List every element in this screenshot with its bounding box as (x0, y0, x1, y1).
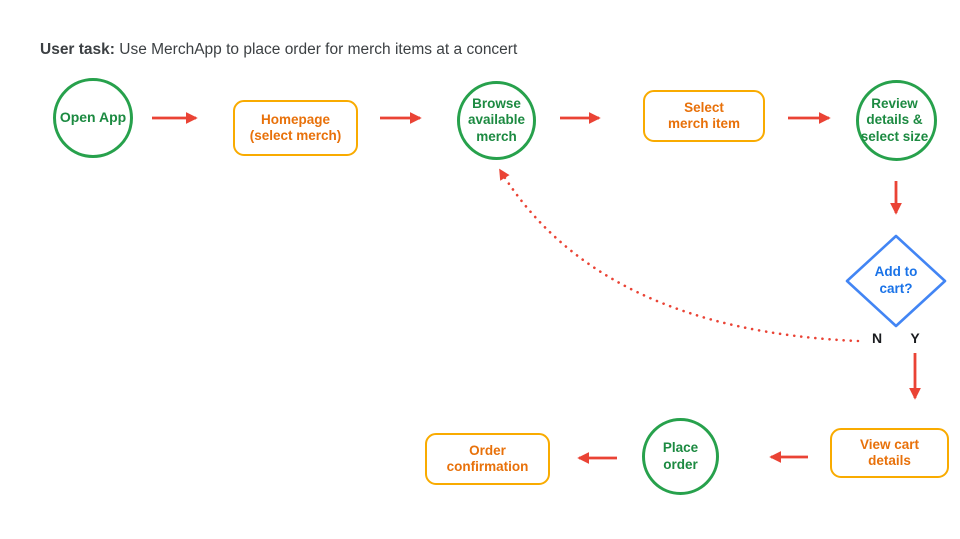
node-review-details-label: Review details & select size (860, 95, 929, 144)
node-place-order: Place order (642, 418, 719, 495)
node-select-merch-item: Select merch item (643, 90, 765, 142)
node-order-confirmation: Order confirmation (425, 433, 550, 485)
node-open-app-label: Open App (59, 109, 127, 126)
node-place-order-label: Place order (662, 440, 699, 472)
node-review-details: Review details & select size (856, 80, 937, 161)
branch-label-no: N (871, 330, 883, 346)
branch-label-yes: Y (910, 330, 920, 346)
title-prefix: User task: (40, 41, 115, 58)
node-select-merch-item-label: Select merch item (667, 99, 741, 131)
node-browse-merch-label: Browse available merch (467, 95, 526, 144)
node-homepage-label: Homepage (select merch) (249, 111, 342, 143)
dotted-no-loop-arrow (498, 168, 860, 343)
node-add-to-cart-label: Add to cart? (874, 264, 918, 296)
node-browse-merch: Browse available merch (457, 81, 536, 160)
node-open-app: Open App (53, 78, 133, 158)
node-homepage: Homepage (select merch) (233, 100, 358, 156)
page-title: User task: Use MerchApp to place order f… (40, 41, 517, 59)
node-view-cart-details: View cart details (830, 428, 949, 478)
node-add-to-cart-decision: Add to cart? (856, 252, 936, 310)
node-order-confirmation-label: Order confirmation (446, 442, 529, 474)
node-view-cart-details-label: View cart details (859, 436, 920, 468)
title-text: Use MerchApp to place order for merch it… (114, 41, 518, 58)
